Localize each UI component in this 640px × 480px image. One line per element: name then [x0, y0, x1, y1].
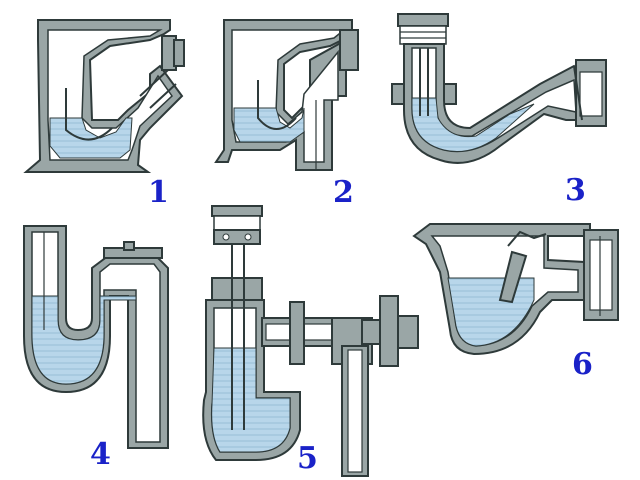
trap-1-water — [49, 117, 133, 159]
label-trap-4: 4 — [90, 437, 111, 472]
trap-3-water — [411, 97, 535, 152]
trap-2-drawing — [214, 19, 359, 171]
label-trap-3: 3 — [565, 173, 586, 208]
trap-5-drawing — [202, 205, 419, 477]
trap-4-water — [31, 295, 137, 385]
trap-6-drawing — [412, 223, 619, 356]
trap-2-water — [233, 107, 305, 143]
label-trap-2: 2 — [333, 175, 354, 210]
label-trap-1: 1 — [148, 175, 169, 210]
label-trap-6: 6 — [572, 347, 593, 382]
trap-5-water — [211, 347, 291, 453]
trap-4-drawing — [23, 225, 169, 449]
trap-3-drawing — [391, 13, 607, 164]
trap-1-drawing — [23, 19, 185, 173]
label-trap-5: 5 — [297, 441, 318, 476]
